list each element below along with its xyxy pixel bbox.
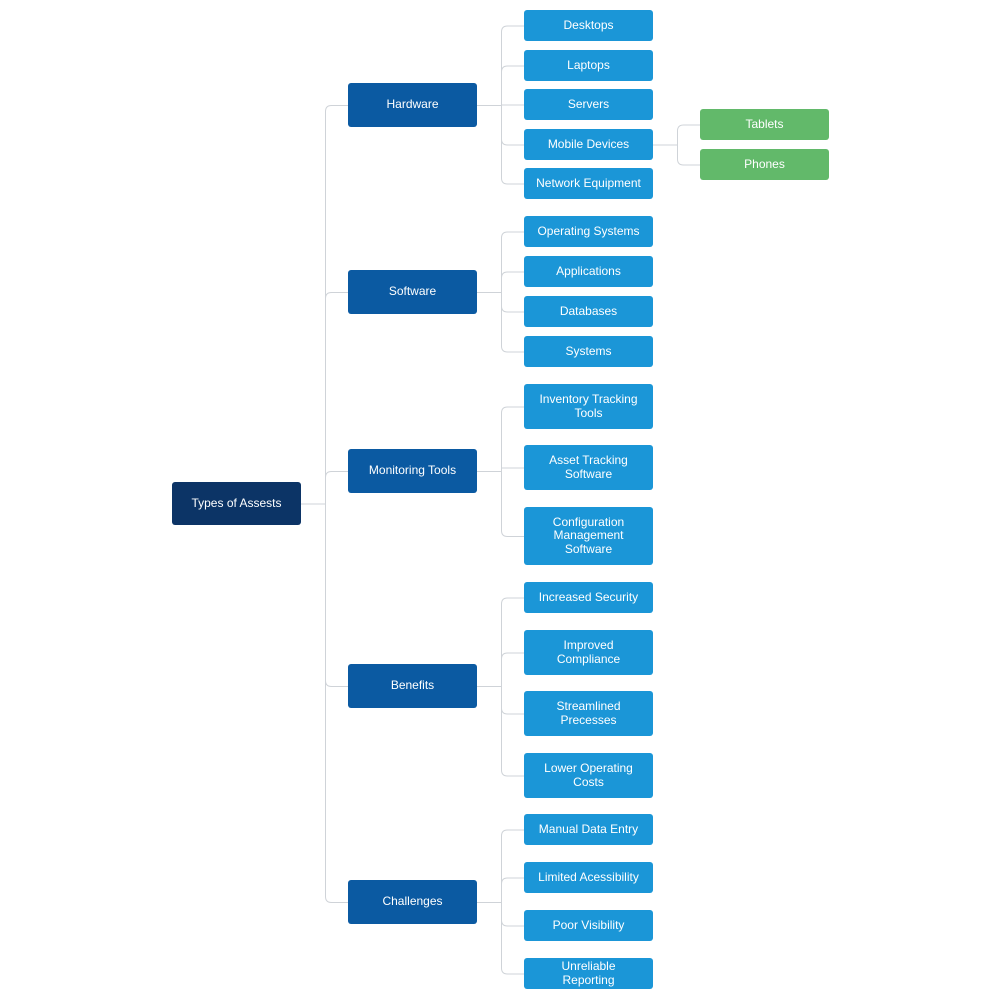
item-network-equipment[interactable]: Network Equipment (524, 168, 653, 199)
benefits-connector-branch (501, 686, 524, 777)
hardware-connector-branch (501, 105, 524, 146)
item-operating-systems[interactable]: Operating Systems (524, 216, 653, 247)
item-asset-tracking-software[interactable]: Asset Tracking Software (524, 445, 653, 490)
category-software[interactable]: Software (348, 270, 477, 314)
item-applications[interactable]: Applications (524, 256, 653, 287)
item-increased-security[interactable]: Increased Security (524, 582, 653, 613)
challenges-connector-branch (501, 902, 524, 975)
hardware-connector-branch (501, 105, 524, 185)
item-systems[interactable]: Systems (524, 336, 653, 367)
root-node[interactable]: Types of Assests (172, 482, 301, 525)
software-connector-branch (501, 292, 524, 313)
category-benefits[interactable]: Benefits (348, 664, 477, 708)
item-limited-acessibility[interactable]: Limited Acessibility (524, 862, 653, 893)
item-configuration-management-software[interactable]: Configuration Management Software (524, 507, 653, 565)
mobile-connector-branch (677, 145, 700, 166)
item-databases[interactable]: Databases (524, 296, 653, 327)
root-connector-branch (325, 504, 348, 687)
root-connector-branch (325, 105, 348, 504)
root-connector-branch (325, 292, 348, 504)
subitem-phones[interactable]: Phones (700, 149, 829, 180)
challenges-connector-branch (501, 902, 524, 927)
item-desktops[interactable]: Desktops (524, 10, 653, 41)
category-monitoring-tools[interactable]: Monitoring Tools (348, 449, 477, 493)
subitem-tablets[interactable]: Tablets (700, 109, 829, 140)
monitoring-connector-branch (501, 471, 524, 537)
monitoring-connector-branch (501, 406, 524, 472)
category-challenges[interactable]: Challenges (348, 880, 477, 924)
item-servers[interactable]: Servers (524, 89, 653, 120)
item-mobile-devices[interactable]: Mobile Devices (524, 129, 653, 160)
challenges-connector-branch (501, 829, 524, 903)
item-streamlined-precesses[interactable]: Streamlined Precesses (524, 691, 653, 736)
root-connector-branch (325, 471, 348, 504)
item-improved-compliance[interactable]: Improved Compliance (524, 630, 653, 675)
benefits-connector-branch (501, 652, 524, 687)
item-unreliable-reporting[interactable]: Unreliable Reporting (524, 958, 653, 989)
category-hardware[interactable]: Hardware (348, 83, 477, 127)
software-connector-branch (501, 271, 524, 293)
item-manual-data-entry[interactable]: Manual Data Entry (524, 814, 653, 845)
item-laptops[interactable]: Laptops (524, 50, 653, 81)
software-connector-branch (501, 292, 524, 353)
item-lower-operating-costs[interactable]: Lower Operating Costs (524, 753, 653, 798)
mobile-connector-branch (677, 124, 700, 145)
benefits-connector-branch (501, 686, 524, 715)
benefits-connector-branch (501, 597, 524, 687)
hardware-connector-branch (501, 104, 524, 106)
item-poor-visibility[interactable]: Poor Visibility (524, 910, 653, 941)
item-inventory-tracking-tools[interactable]: Inventory Tracking Tools (524, 384, 653, 429)
challenges-connector-branch (501, 877, 524, 903)
software-connector-branch (501, 231, 524, 293)
monitoring-connector-branch (501, 467, 524, 472)
hardware-connector-branch (501, 65, 524, 106)
root-connector-branch (325, 504, 348, 903)
hardware-connector-branch (501, 25, 524, 106)
